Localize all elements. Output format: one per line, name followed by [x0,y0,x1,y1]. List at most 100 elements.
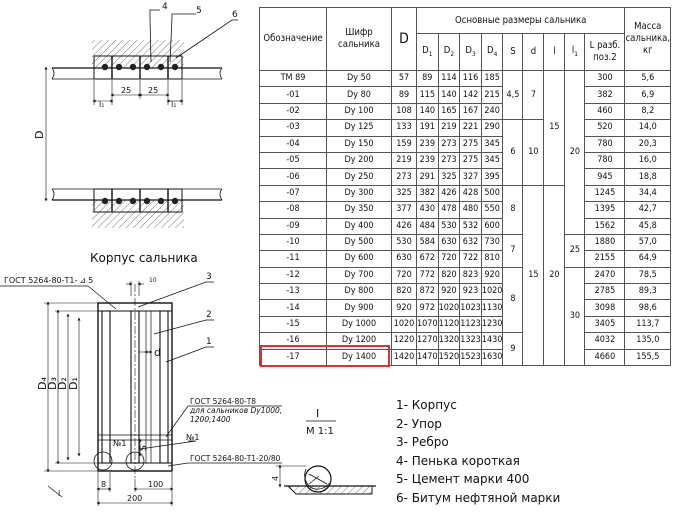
cell-D: 530 [391,233,417,252]
section-view [44,9,238,228]
cell-designation: -05 [259,151,327,170]
header-l1: l1 [564,33,586,71]
cell-mass: 42,7 [624,201,672,219]
cell-D1: 672 [416,250,439,268]
table-row: -01 Dy 80 89 115 140 142 215 382 6,9 [259,86,672,104]
cell-D3: 142 [459,86,482,104]
cell-D: 1420 [391,348,417,367]
cell-mass: 155,5 [624,348,672,367]
cell-D2: 114 [437,69,461,88]
detail-view [276,464,376,495]
cell-D2: 478 [437,201,461,219]
cell-D2: 1320 [437,332,461,350]
cell-D3: 823 [459,266,482,285]
cell-D1: 239 [416,135,439,153]
cell-designation: -03 [259,119,327,137]
cell-D2: 325 [437,168,461,186]
dim-25-a: 25 [121,86,131,95]
header-cipher: Шифр сальника [326,7,392,71]
gost-bottom: ГОСТ 5264-80-Т1-20/80 [190,454,281,463]
cell-D3: 1123 [459,315,482,334]
callout-3: 3 [206,272,212,282]
cell-D2: 140 [437,86,461,104]
cell-D2: 219 [437,119,461,137]
gost-mid-3: 1200,1400 [190,415,231,424]
cell-D3: 428 [459,184,482,203]
cell-L: 1245 [584,184,626,203]
cell-D3: 167 [459,102,482,121]
cell-cipher: Dy 200 [326,151,392,170]
cell-L: 945 [584,168,626,186]
cell-cipher: Dy 800 [326,283,392,301]
header-D1: D1 [416,33,439,71]
cell-D2: 165 [437,102,461,121]
cell-D4: 1630 [480,348,504,367]
cell-D4: 1430 [480,332,504,350]
cell-D2: 630 [437,233,461,252]
cell-D4: 290 [480,119,504,137]
cell-designation: ТМ 89 [259,69,327,88]
cell-mass: 135,0 [624,332,672,350]
cell-L: 520 [584,119,626,137]
cell-S: 7 [502,233,524,268]
cell-D1: 484 [416,217,439,235]
cell-L: 382 [584,86,626,104]
cell-L: 4032 [584,332,626,350]
cell-D3: 1523 [459,348,482,367]
cell-d: 7 [522,69,545,121]
cell-designation: -02 [259,102,327,121]
cell-cipher: Dy 700 [326,266,392,285]
dim-200: 200 [127,494,142,503]
legend-item: 4- Пенька короткая [396,453,520,468]
cell-D1: 430 [416,201,439,219]
cell-D: 219 [391,151,417,170]
cell-cipher: Dy 350 [326,201,392,219]
table-row: -13 Dy 800 820 872 920 923 1020 2785 89,… [259,283,672,301]
cell-D: 820 [391,283,417,301]
dim-D1: D₁ [67,377,80,390]
header-D4: D4 [480,33,504,71]
cell-designation: -12 [259,266,327,285]
cell-D4: 345 [480,135,504,153]
cell-D3: 480 [459,201,482,219]
cell-L: 4660 [584,348,626,367]
cell-D: 57 [391,69,417,88]
table-row: -09 Dy 400 426 484 530 532 600 1562 45,8 [259,217,672,235]
dim-D: D [33,131,46,139]
cell-D1: 584 [416,233,439,252]
legend-item: 3- Ребро [396,435,449,450]
cell-D: 325 [391,184,417,203]
cell-D2: 820 [437,266,461,285]
cell-D4: 1130 [480,299,504,317]
cell-designation: -01 [259,86,327,104]
gost-mid-1: ГОСТ 5264-80-Т8 [190,397,256,406]
dim-S: S [139,445,149,451]
cell-D2: 1020 [437,299,461,317]
cell-D3: 327 [459,168,482,186]
header-main-dims: Основные размеры сальника [415,7,626,34]
cell-D4: 1230 [480,315,504,334]
cell-mass: 57,0 [624,233,672,252]
cell-D3: 116 [459,69,482,88]
dim-l1-right: l₁ [171,100,176,109]
cell-L: 1562 [584,217,626,235]
cell-D4: 920 [480,266,504,285]
cell-S: 6 [502,119,524,186]
cell-cipher: Dy 300 [326,184,392,203]
cell-mass: 8,2 [624,102,672,121]
detail-label: I [316,407,319,420]
callout-4: 4 [162,2,168,12]
cell-D1: 191 [416,119,439,137]
cell-designation: -14 [259,299,327,317]
table-row: -02 Dy 100 108 140 165 167 240 460 8,2 [259,102,672,121]
cell-cipher: Dy 100 [326,102,392,121]
callout-2: 2 [206,310,212,320]
cell-D1: 239 [416,151,439,170]
detail-scale: М 1:1 [306,426,334,437]
table-row: -07 Dy 300 325 382 426 428 500 8 15 20 1… [259,184,672,367]
table-row: -15 Dy 1000 1020 1070 1120 1123 1230 340… [259,315,672,334]
gost-top: ГОСТ 5264-80-Т1-⊿5 [4,276,93,285]
cell-cipher: Dy 250 [326,168,392,186]
cell-D4: 185 [480,69,504,88]
cell-mass: 45,8 [624,217,672,235]
